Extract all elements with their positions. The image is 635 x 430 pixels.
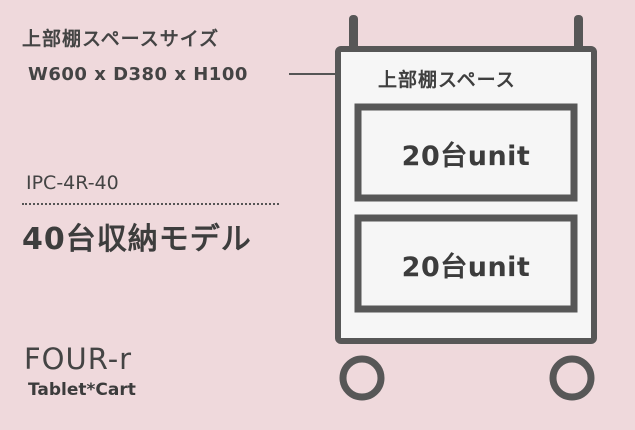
- left-wheel: [339, 355, 385, 401]
- right-wheel: [549, 355, 595, 401]
- model-description: 40台収納モデル: [22, 222, 252, 257]
- upper-shelf-label: 上部棚スペース: [378, 69, 516, 91]
- model-code: IPC-4R-40: [26, 172, 119, 194]
- compartment-1: [354, 103, 578, 202]
- upper-shelf-dimensions: W600 x D380 x H100: [28, 64, 248, 85]
- model-divider: [22, 203, 279, 205]
- compartment-2-label: 20台unit: [401, 252, 531, 283]
- upper-shelf-size-title: 上部棚スペースサイズ: [22, 28, 220, 50]
- compartment-1-label: 20台unit: [401, 141, 531, 172]
- brand-product-name: Tablet*Cart: [28, 380, 136, 400]
- compartment-2: [354, 214, 578, 313]
- brand-logo: FOUR-r: [24, 342, 133, 376]
- callout-leader-line: [289, 73, 364, 75]
